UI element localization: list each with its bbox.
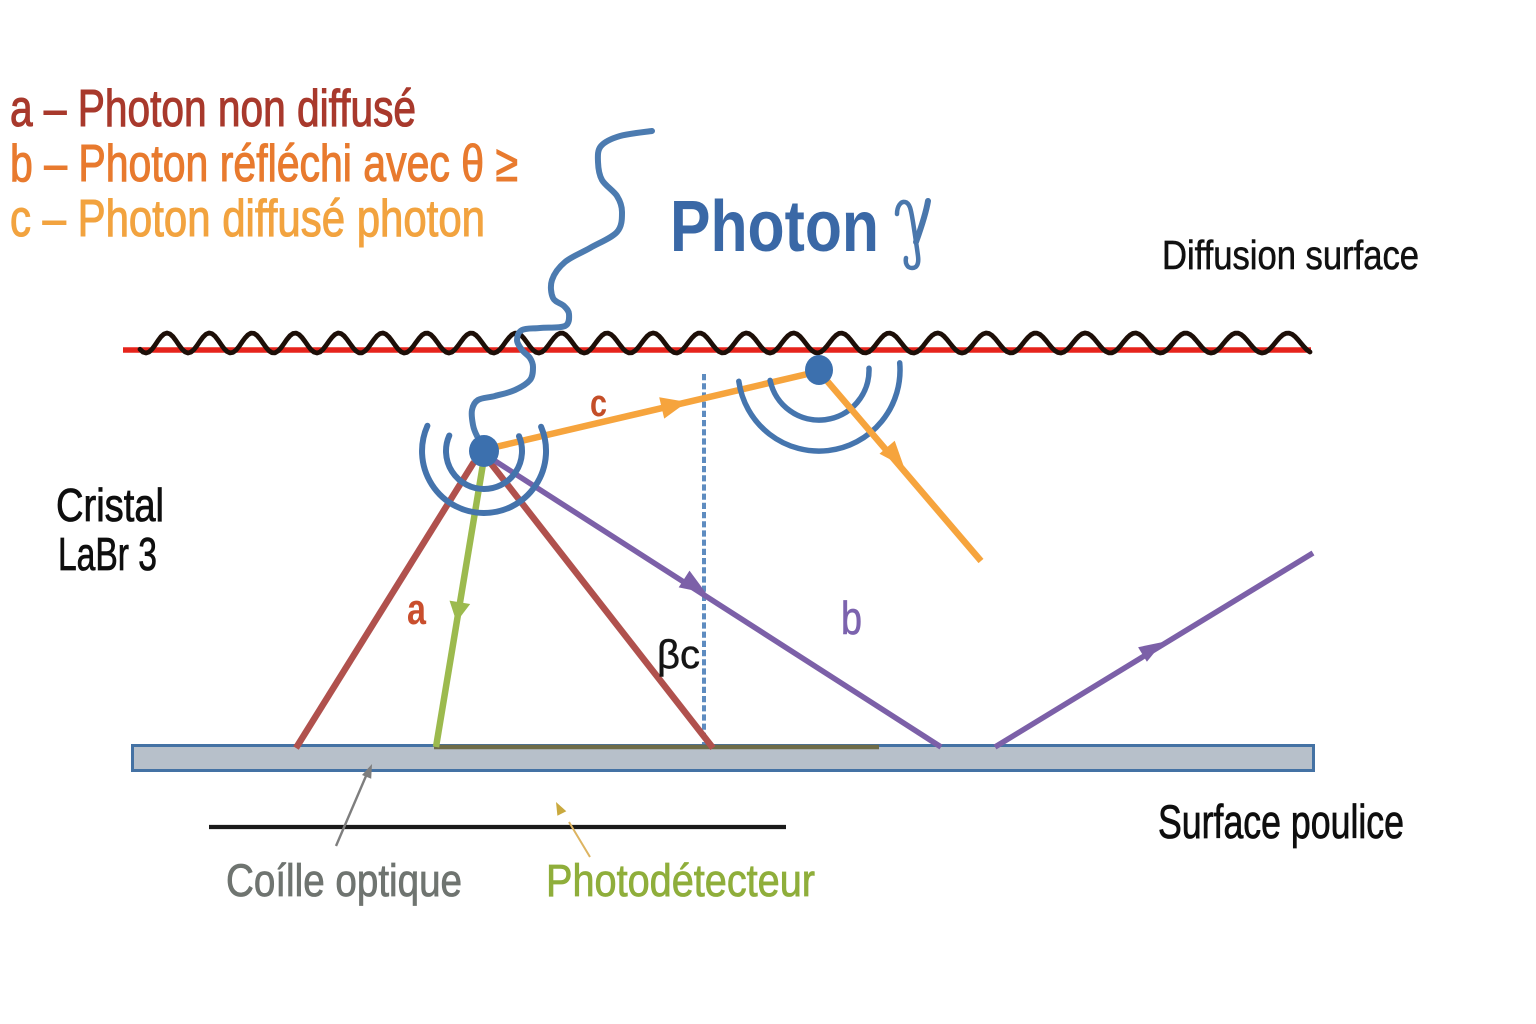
svg-text:Coílle optique: Coílle optique bbox=[226, 855, 462, 906]
svg-text:Diffusion surface: Diffusion surface bbox=[1162, 232, 1419, 278]
svg-text:Cristal: Cristal bbox=[56, 479, 164, 531]
svg-text:LaBr 3: LaBr 3 bbox=[58, 528, 157, 580]
svg-text:b – Photon réfléchi avec θ ≥: b – Photon réfléchi avec θ ≥ bbox=[10, 135, 518, 193]
svg-text:Photodétecteur: Photodétecteur bbox=[546, 855, 815, 906]
svg-text:a – Photon non diffusé: a – Photon non diffusé bbox=[10, 80, 416, 138]
svg-text:Photon: Photon bbox=[670, 187, 879, 267]
svg-text:a: a bbox=[407, 585, 426, 634]
svg-text:βc: βc bbox=[657, 633, 700, 677]
svg-text:c: c bbox=[590, 383, 607, 425]
svg-text:Surface poulice: Surface poulice bbox=[1158, 795, 1404, 848]
svg-text:b: b bbox=[841, 592, 862, 644]
svg-text:c – Photon diffusé photon: c – Photon diffusé photon bbox=[10, 190, 485, 248]
